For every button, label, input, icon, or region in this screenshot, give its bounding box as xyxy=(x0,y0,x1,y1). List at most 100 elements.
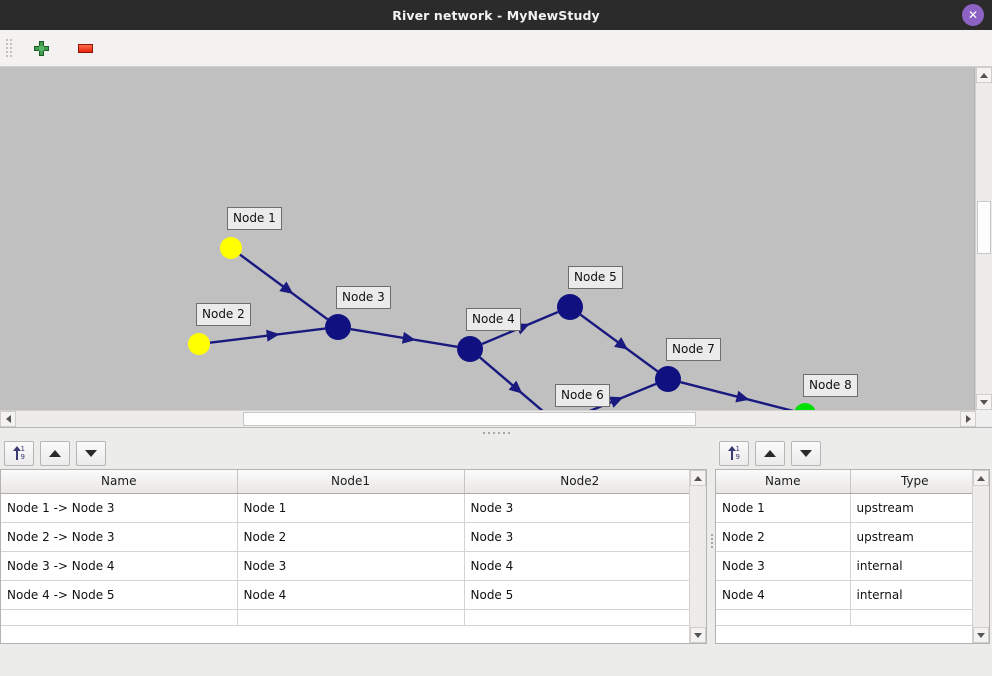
title-bar: River network - MyNewStudy ✕ xyxy=(0,0,992,30)
table-cell[interactable]: Node 4 xyxy=(237,580,465,610)
remove-node-button[interactable] xyxy=(74,37,96,59)
node-label-node-4[interactable]: Node 4 xyxy=(466,308,521,331)
graph-node-node-4[interactable] xyxy=(457,336,483,362)
branches-vertical-scrollbar[interactable] xyxy=(689,470,706,643)
nodes-layer xyxy=(188,237,816,410)
graph-node-node-5[interactable] xyxy=(557,294,583,320)
node-label-node-8[interactable]: Node 8 xyxy=(803,374,858,397)
graph-node-node-8[interactable] xyxy=(794,403,816,410)
node-label-node-1[interactable]: Node 1 xyxy=(227,207,282,230)
table-cell[interactable] xyxy=(464,609,689,626)
table-cell[interactable]: Node 4 xyxy=(716,580,851,610)
column-header-name[interactable]: Name xyxy=(716,470,851,494)
branches-scroll-track[interactable] xyxy=(690,486,706,627)
canvas-horizontal-scrollbar[interactable] xyxy=(0,410,976,427)
table-cell[interactable]: Node 5 xyxy=(464,580,689,610)
table-cell[interactable]: Node 3 xyxy=(464,522,689,552)
nodes-scroll-track[interactable] xyxy=(973,486,989,627)
node-label-node-7[interactable]: Node 7 xyxy=(666,338,721,361)
column-header-node2[interactable]: Node2 xyxy=(464,470,689,494)
toolbar-grip[interactable] xyxy=(6,37,12,59)
node-label-node-3[interactable]: Node 3 xyxy=(336,286,391,309)
nodes-scroll-up-button[interactable] xyxy=(973,470,989,486)
table-cell[interactable] xyxy=(237,609,465,626)
network-graph xyxy=(188,237,816,410)
horizontal-scroll-track[interactable] xyxy=(16,411,960,427)
graph-panel: Node 1 Node 2 Node 3 Node 4 Node 5 Node 6 Node… xyxy=(0,67,992,427)
node-label-node-6[interactable]: Node 6 xyxy=(555,384,610,407)
edge-arrow-icon xyxy=(609,396,624,408)
node-label-node-2[interactable]: Node 2 xyxy=(196,303,251,326)
close-icon[interactable]: ✕ xyxy=(962,4,984,26)
vertical-scroll-thumb[interactable] xyxy=(977,201,991,255)
nodes-scroll-down-button[interactable] xyxy=(973,627,989,643)
move-node-down-button[interactable] xyxy=(791,441,821,466)
network-canvas[interactable]: Node 1 Node 2 Node 3 Node 4 Node 5 Node 6 Node… xyxy=(0,67,975,410)
scroll-down-button[interactable] xyxy=(976,394,992,410)
table-cell[interactable]: Node 2 xyxy=(237,522,465,552)
node-label-node-5[interactable]: Node 5 xyxy=(568,266,623,289)
canvas-vertical-scrollbar[interactable] xyxy=(975,67,992,410)
nodes-vertical-scrollbar[interactable] xyxy=(972,470,989,643)
horizontal-splitter[interactable] xyxy=(0,427,992,438)
table-cell[interactable]: Node 3 xyxy=(716,551,851,581)
graph-node-node-1[interactable] xyxy=(220,237,242,259)
table-cell[interactable]: Node 1 xyxy=(716,493,851,523)
table-row-empty[interactable] xyxy=(1,609,689,626)
scroll-up-button[interactable] xyxy=(976,67,992,83)
table-cell[interactable]: Node 3 xyxy=(237,551,465,581)
table-cell[interactable]: internal xyxy=(850,551,972,581)
table-cell[interactable]: Node 1 xyxy=(237,493,465,523)
graph-node-node-2[interactable] xyxy=(188,333,210,355)
close-glyph: ✕ xyxy=(967,8,979,22)
move-node-up-button[interactable] xyxy=(755,441,785,466)
arrow-down-icon xyxy=(800,450,812,457)
move-branch-down-button[interactable] xyxy=(76,441,106,466)
vertical-splitter[interactable] xyxy=(709,438,715,644)
table-cell[interactable]: Node 3 -> Node 4 xyxy=(1,551,238,581)
column-header-name[interactable]: Name xyxy=(1,470,238,494)
graph-node-node-7[interactable] xyxy=(655,366,681,392)
table-cell[interactable]: Node 4 -> Node 5 xyxy=(1,580,238,610)
table-cell[interactable]: internal xyxy=(850,580,972,610)
table-cell[interactable]: upstream xyxy=(850,522,972,552)
scroll-right-button[interactable] xyxy=(960,411,976,427)
add-node-button[interactable] xyxy=(30,37,52,59)
table-row-empty[interactable] xyxy=(716,609,972,626)
table-cell[interactable] xyxy=(716,609,851,626)
move-branch-up-button[interactable] xyxy=(40,441,70,466)
table-cell[interactable]: Node 1 -> Node 3 xyxy=(1,493,238,523)
table-cell[interactable]: Node 4 xyxy=(464,551,689,581)
table-cell[interactable]: Node 3 xyxy=(464,493,689,523)
table-cell[interactable] xyxy=(1,609,238,626)
horizontal-scroll-thumb[interactable] xyxy=(242,412,696,426)
arrow-down-icon xyxy=(85,450,97,457)
table-cell[interactable]: upstream xyxy=(850,493,972,523)
column-header-type[interactable]: Type xyxy=(850,470,972,494)
branches-scroll-down-button[interactable] xyxy=(690,627,706,643)
graph-node-node-3[interactable] xyxy=(325,314,351,340)
table-cell[interactable] xyxy=(850,609,972,626)
scroll-left-button[interactable] xyxy=(0,411,16,427)
column-header-node1[interactable]: Node1 xyxy=(237,470,465,494)
branches-scroll-up-button[interactable] xyxy=(690,470,706,486)
table-cell[interactable]: Node 2 -> Node 3 xyxy=(1,522,238,552)
table-cell[interactable]: Node 2 xyxy=(716,522,851,552)
vertical-scroll-track[interactable] xyxy=(976,83,992,394)
